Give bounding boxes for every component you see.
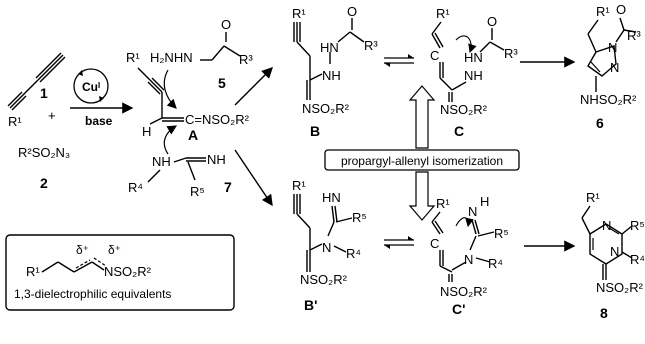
A-h: H [142, 124, 151, 139]
compound-2-formula: R²SO₂N₃ [18, 145, 70, 160]
C-r1: R¹ [436, 6, 450, 21]
C-nh: NH [464, 68, 483, 83]
arrow-A-to-Bp [234, 149, 273, 207]
eq-delta-2: δ⁺ [108, 243, 121, 257]
compound-5: H₂NHN O R³ 5 [150, 17, 253, 91]
p8-r1: R¹ [586, 190, 600, 205]
curved-arrow-5 [163, 69, 177, 109]
isomerization-box: propargyl-allenyl isomerization [324, 85, 520, 221]
p6-number: 6 [596, 115, 604, 131]
isomerization-text: propargyl-allenyl isomerization [341, 154, 503, 168]
c5-number: 5 [218, 75, 226, 91]
product-8: R¹ N N R⁵ R⁴ NSO₂R² 8 [581, 190, 645, 321]
C-nso: NSO₂R² [440, 102, 488, 117]
p8-n1: N [602, 218, 611, 233]
Cp-r1: R¹ [436, 196, 450, 211]
compound-2-number: 2 [40, 175, 48, 191]
Bp-r1: R¹ [292, 178, 306, 193]
c5-formula: H₂NHN [150, 50, 193, 65]
Cp-h: H [480, 194, 489, 209]
B-oxygen: O [347, 4, 357, 19]
intermediate-Bp: R¹ NSO₂R² N R⁴ HN R⁵ B' [292, 178, 367, 313]
Bp-r5: R⁵ [352, 210, 367, 225]
p8-r4: R⁴ [630, 252, 645, 267]
C-allene-c: C [430, 48, 439, 63]
c7-nh: NH [207, 152, 226, 167]
Cp-nso: NSO₂R² [440, 284, 488, 299]
c7-r4: R⁴ [128, 180, 143, 195]
Bp-hn: HN [322, 190, 341, 205]
c7-nh-left: NH [152, 154, 171, 169]
B-hn: HN [320, 40, 339, 55]
intermediate-B: R¹ NSO₂R² NH HN O R³ B [292, 4, 378, 139]
Cp-label: C' [452, 301, 465, 317]
C-label: C [454, 123, 464, 139]
Cp-allene-c: C [430, 236, 439, 251]
B-nso: NSO₂R² [302, 101, 350, 116]
equivalents-box: R¹ δ⁺ δ⁺ NSO₂R² 1,3-dielectrophilic equi… [5, 234, 235, 311]
equilibrium-B-C [384, 54, 414, 67]
p8-n2: N [610, 244, 619, 259]
curved-arrow-7 [163, 125, 178, 155]
eq-nso: NSO₂R² [104, 264, 152, 279]
Cp-r5: R⁵ [494, 226, 509, 241]
p6-n1: N [608, 40, 617, 55]
Bp-nso: NSO₂R² [300, 272, 348, 287]
B-nh2: NH [322, 68, 341, 83]
B-r3: R³ [364, 38, 378, 53]
compound-7: NH NH R⁵ R⁴ 7 [128, 152, 232, 199]
intermediate-C: R¹ C NSO₂R² NH HN O R³ C [430, 6, 518, 139]
cu-catalyst-cycle: Cuᴵ [73, 68, 109, 104]
arrow-A-to-B [234, 67, 273, 106]
Bp-label: B' [304, 297, 317, 313]
eq-r1: R¹ [26, 264, 40, 279]
Bp-n: N [322, 240, 331, 255]
c7-number: 7 [224, 179, 232, 195]
intermediate-Cp: R¹ C NSO₂R² N R⁴ N H R⁵ C' [430, 194, 509, 317]
p6-r1: R¹ [596, 4, 610, 19]
c5-oxygen: O [221, 17, 231, 32]
B-label: B [310, 123, 320, 139]
B-r1: R¹ [292, 6, 306, 21]
Bp-r4: R⁴ [346, 246, 361, 261]
A-label: A [188, 127, 198, 143]
Cp-r4: R⁴ [488, 256, 503, 271]
A-group: C=NSO₂R² [185, 112, 250, 127]
cu-catalyst-label: Cuᴵ [82, 80, 100, 94]
eq-delta-1: δ⁺ [76, 243, 89, 257]
c7-r5: R⁵ [190, 184, 205, 199]
C-r3: R³ [504, 46, 518, 61]
Cp-n-top: N [468, 204, 477, 219]
C-hn: HN [464, 50, 483, 65]
product-6: R¹ N N O R³ NHSO₂R² 6 [580, 2, 641, 131]
p8-number: 8 [600, 305, 608, 321]
equilibrium-Bp-Cp [384, 236, 414, 249]
plus-sign: + [48, 108, 56, 123]
c5-r3: R³ [239, 52, 253, 67]
p8-nso: NSO₂R² [596, 280, 644, 295]
compound-1-number: 1 [40, 85, 48, 101]
A-r1: R¹ [126, 50, 140, 65]
p8-r5: R⁵ [630, 218, 645, 233]
p6-n2: N [610, 60, 619, 75]
intermediate-A: R¹ H C=NSO₂R² A [126, 50, 250, 143]
p6-r3: R³ [627, 28, 641, 43]
eq-caption: 1,3-dielectrophilic equivalents [14, 287, 171, 301]
C-oxygen: O [487, 14, 497, 29]
Cp-n: N [464, 252, 473, 267]
p6-oxygen: O [616, 2, 626, 17]
compound-1: R¹ 1 [7, 52, 66, 129]
p6-nh: NHSO₂R² [580, 92, 637, 107]
r1-label: R¹ [8, 114, 22, 129]
base-label: base [85, 114, 113, 128]
